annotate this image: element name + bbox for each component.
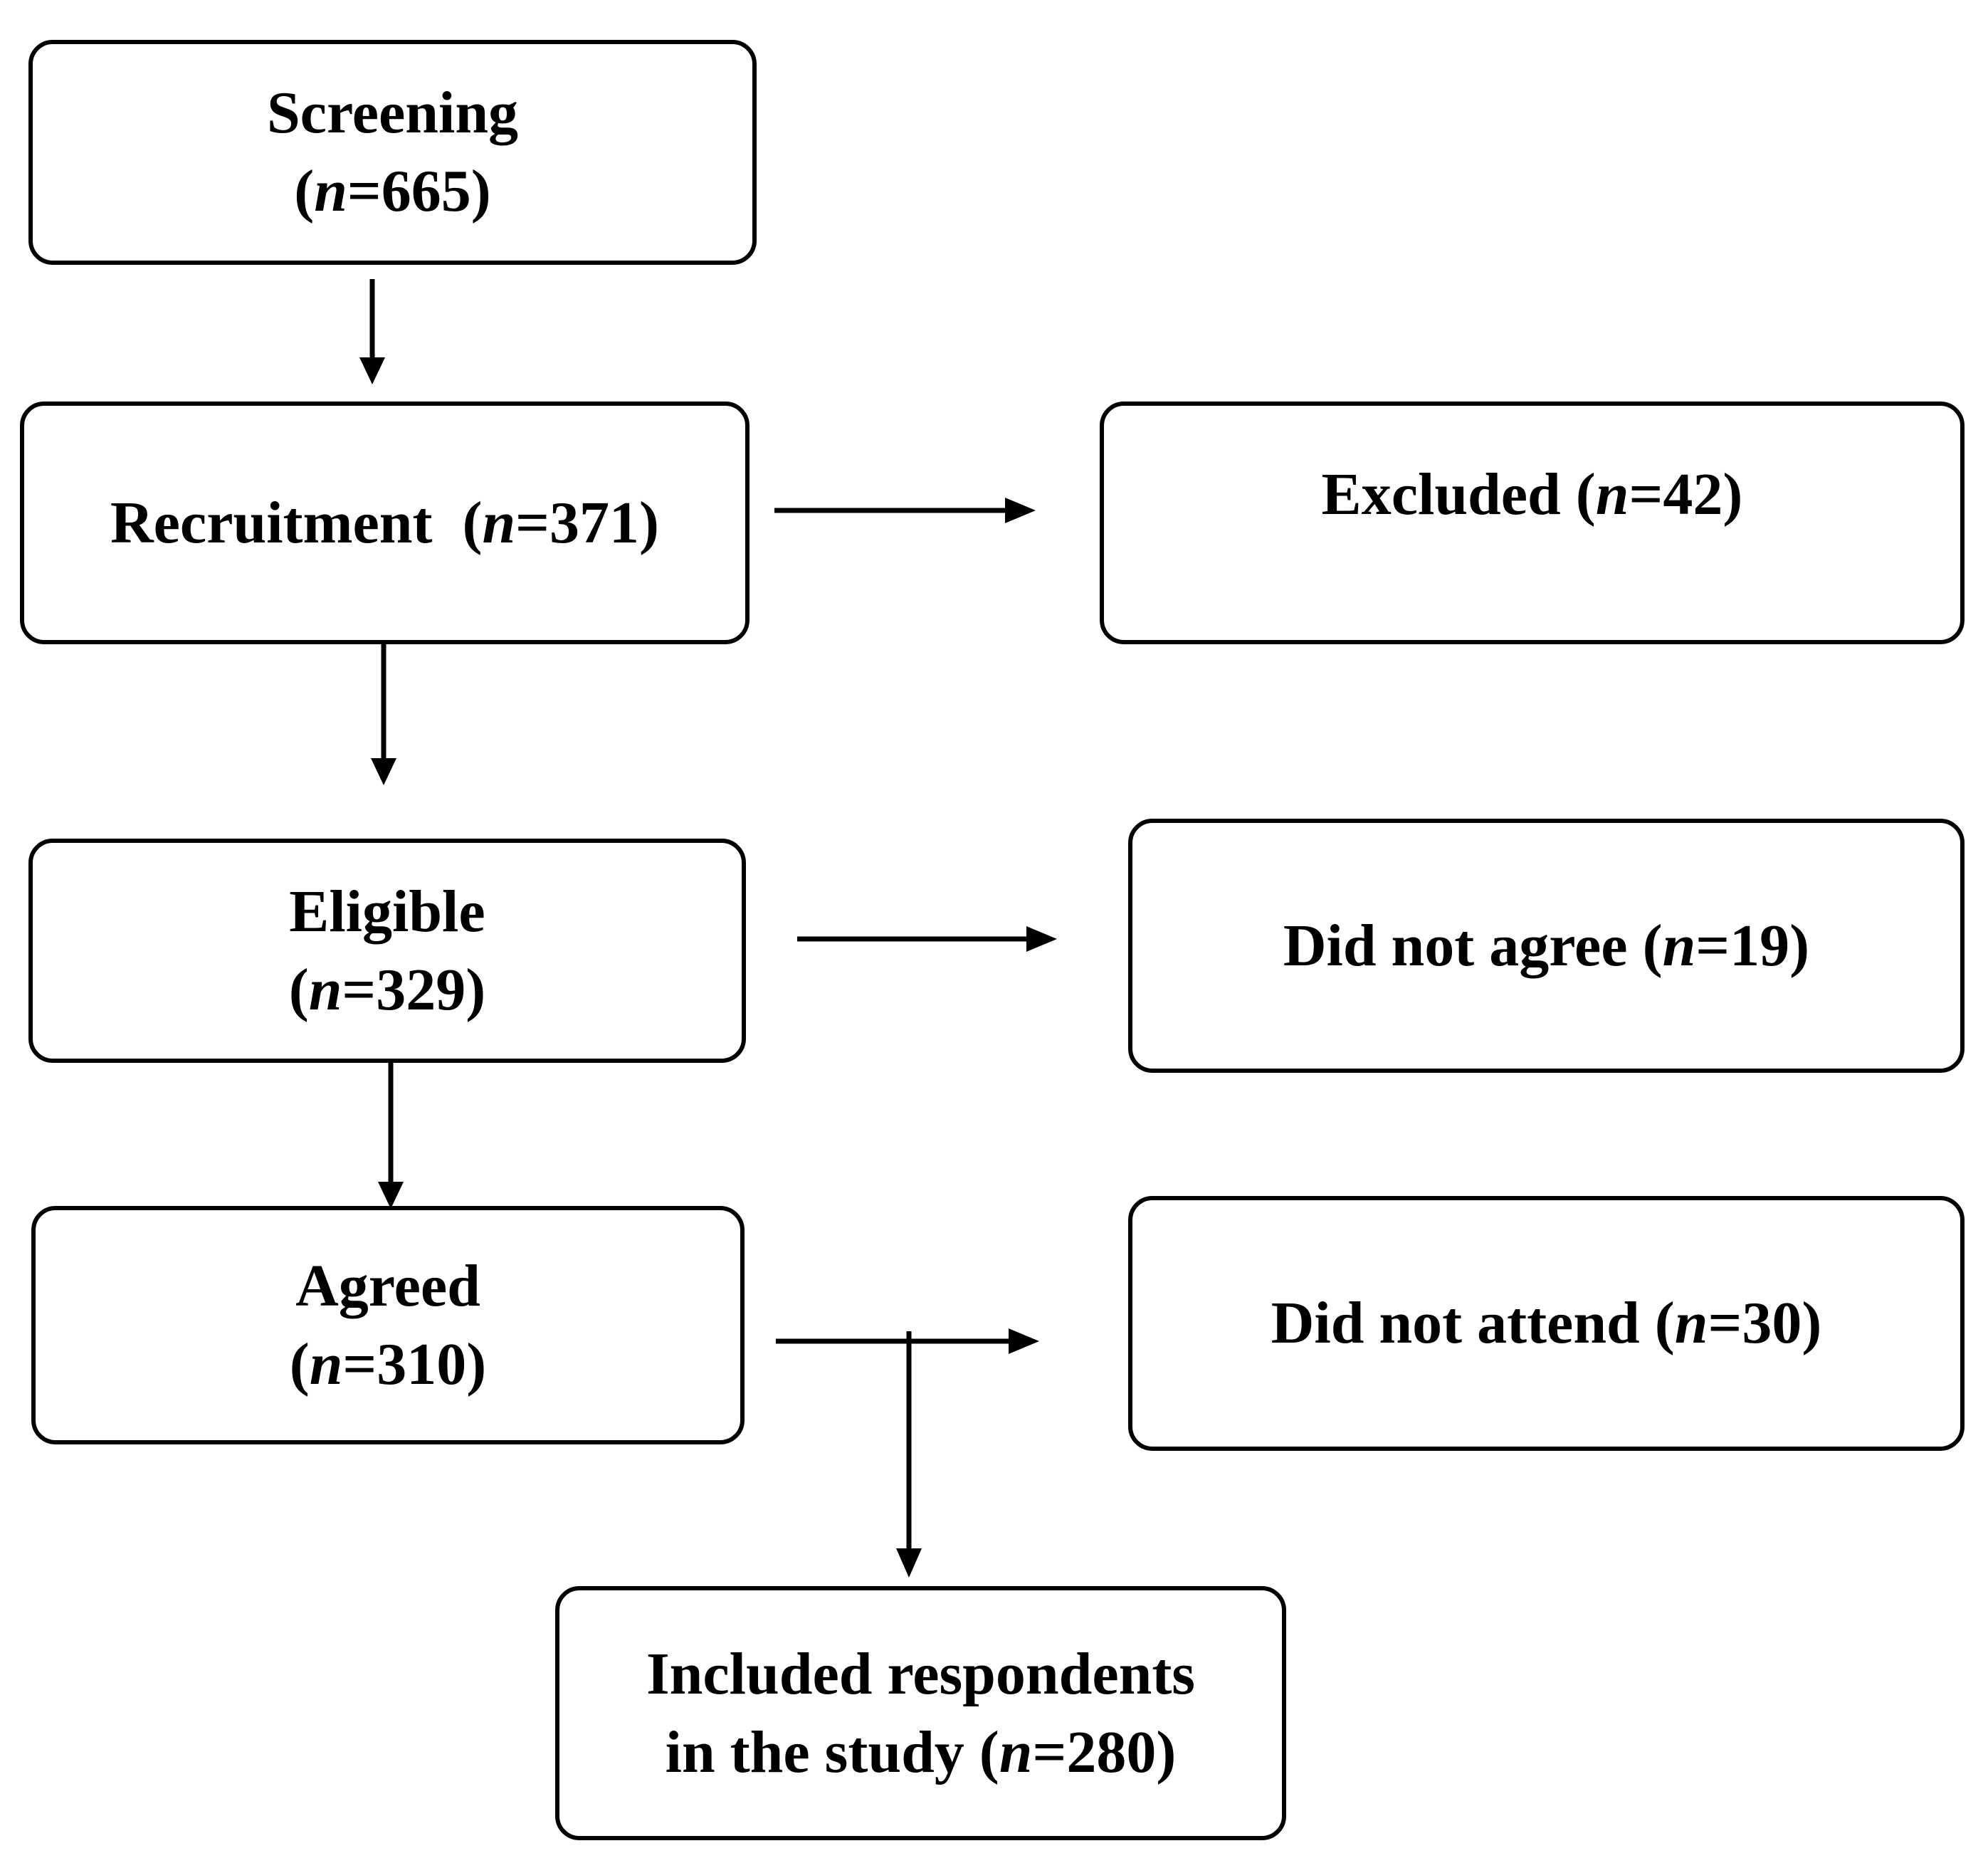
screening-label: Screening	[266, 80, 519, 146]
agreed-box: Agreed (n=310)	[31, 1206, 745, 1444]
recruitment-box: Recruitment (n=371)	[20, 402, 750, 644]
eligible-box: Eligible (n=329)	[28, 839, 746, 1063]
arrow-eligible-to-agreed	[378, 1063, 404, 1209]
excluded-text: Excluded (n=42)	[1321, 461, 1743, 528]
included-box: Included respondents in the study (n=280…	[555, 1586, 1286, 1840]
did-not-agree-box: Did not agree (n=19)	[1128, 819, 1965, 1073]
agreed-count: (n=310)	[289, 1331, 487, 1397]
recruitment-text: Recruitment (n=371)	[110, 489, 660, 556]
did-not-attend-box: Did not attend (n=30)	[1128, 1196, 1965, 1451]
eligible-count: (n=329)	[288, 956, 486, 1023]
arrow-eligible-to-did-not-agree	[797, 926, 1057, 952]
arrow-recruitment-to-excluded	[774, 498, 1036, 523]
did-not-attend-text: Did not attend (n=30)	[1271, 1290, 1822, 1356]
screening-count: (n=665)	[294, 158, 491, 224]
agreed-label: Agreed	[295, 1252, 480, 1319]
included-line1: Included respondents	[646, 1640, 1195, 1707]
arrow-recruitment-to-eligible	[371, 644, 396, 785]
did-not-agree-text: Did not agree (n=19)	[1283, 912, 1810, 979]
eligible-label: Eligible	[289, 878, 485, 945]
arrow-agreed-to-included	[896, 1331, 922, 1578]
arrow-screening-to-recruitment	[359, 279, 385, 384]
excluded-box: Excluded (n=42)	[1100, 402, 1965, 644]
screening-box: Screening (n=665)	[28, 40, 757, 265]
arrow-agreed-to-did-not-attend	[776, 1328, 1039, 1354]
included-line2: in the study (n=280)	[665, 1719, 1177, 1785]
